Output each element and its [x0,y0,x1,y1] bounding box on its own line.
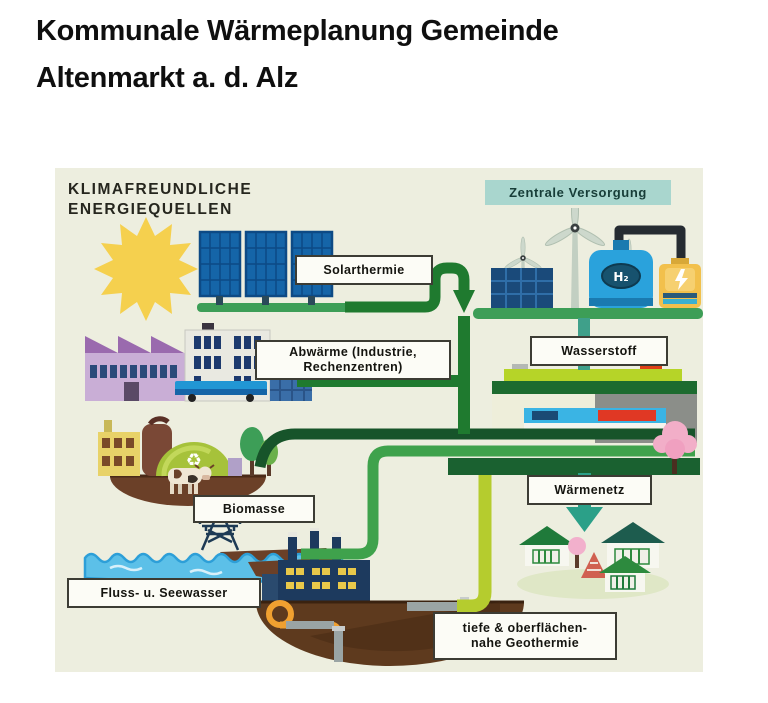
hut-icon [581,552,607,578]
house-icon [599,556,651,592]
label-fluss-seewasser: Fluss- u. Seewasser [67,578,261,608]
tank-icon [228,458,242,476]
label-biomasse: Biomasse [193,495,315,523]
label-biomasse-text: Biomasse [222,501,286,516]
page-title-line2: Altenmarkt a. d. Alz [36,62,299,94]
pipe-solar-arrow [453,290,475,313]
diagram-heading-line2: ENERGIEQUELLEN [68,201,233,218]
truck-icon [175,381,267,402]
ground-bar [448,458,700,475]
pipe-geothermal [457,460,492,613]
label-abwaerme-bold: Abwärme [289,345,349,359]
wind-hydrogen-cluster: H₂ [473,208,703,319]
storage-cap [492,381,697,394]
diagram-heading-line1: KLIMAFREUNDLICHE [68,181,253,198]
page-title-line1: Kommunale Wärmeplanung Gemeinde [36,15,559,47]
battery-icon [659,258,701,308]
pipes-layer [254,262,700,613]
central-supply-label: Zentrale Versorgung [509,185,647,200]
energy-diagram-panel: KLIMAFREUNDLICHE ENERGIEQUELLEN Zentrale… [55,168,703,672]
label-geothermie: tiefe & oberflächen- nahe Geothermie [433,612,617,660]
label-fluss-seewasser-text: Fluss- u. Seewasser [100,585,228,600]
diagram-heading: KLIMAFREUNDLICHE ENERGIEQUELLEN [68,180,252,220]
label-geothermie-line2: nahe Geothermie [470,636,580,650]
pipe-river-water [301,445,695,560]
label-waermenetz: Wärmenetz [527,475,652,505]
hydrogen-tank-icon: H₂ [589,240,653,308]
bolt-icon [675,269,688,290]
pink-tree-small-icon [568,537,586,568]
pipe-solar [345,262,470,313]
storage-gauge-dark [532,411,558,420]
label-waermenetz-text: Wärmenetz [554,482,625,497]
storage-top-bar [504,369,682,381]
pink-tree-icon [653,421,697,474]
biogas-dome-icon: ♻ [156,442,232,477]
solar-panels-icon [197,230,352,312]
h2-badge-label: H₂ [613,270,628,284]
storage-white-strip [524,423,666,429]
page-title: Kommunale Wärmeplanung Gemeinde Altenmar… [36,8,559,102]
label-wasserstoff: Wasserstoff [530,336,668,366]
sun-icon [94,217,198,321]
label-solarthermie: Solarthermie [295,255,433,285]
storage-gauge-red [598,410,656,421]
central-supply-tag: Zentrale Versorgung [485,180,671,205]
recycle-icon: ♻ [186,450,202,471]
cow-icon [168,464,215,494]
house-icon [519,526,575,566]
geothermal-plant-icon [262,528,370,602]
wind-turbine-icon [504,208,648,310]
label-abwaerme-line2: Rechenzentren) [303,360,403,374]
pipe-biomass [254,428,695,469]
label-geothermie-line1: tiefe & oberflächen- [462,621,588,635]
farm-building-icon [98,420,140,476]
label-abwaerme-rest: (Industrie, [348,345,417,359]
label-wasserstoff-text: Wasserstoff [561,343,637,358]
label-abwaerme: Abwärme (Industrie, Rechenzentren) [255,340,451,380]
heat-network-arrow-head [566,507,603,532]
village-cluster [517,522,669,599]
label-abwaerme-line1: Abwärme (Industrie, [289,345,417,360]
label-solarthermie-text: Solarthermie [323,262,405,277]
platform-bar [473,308,703,319]
pv-array-icon [491,268,553,308]
